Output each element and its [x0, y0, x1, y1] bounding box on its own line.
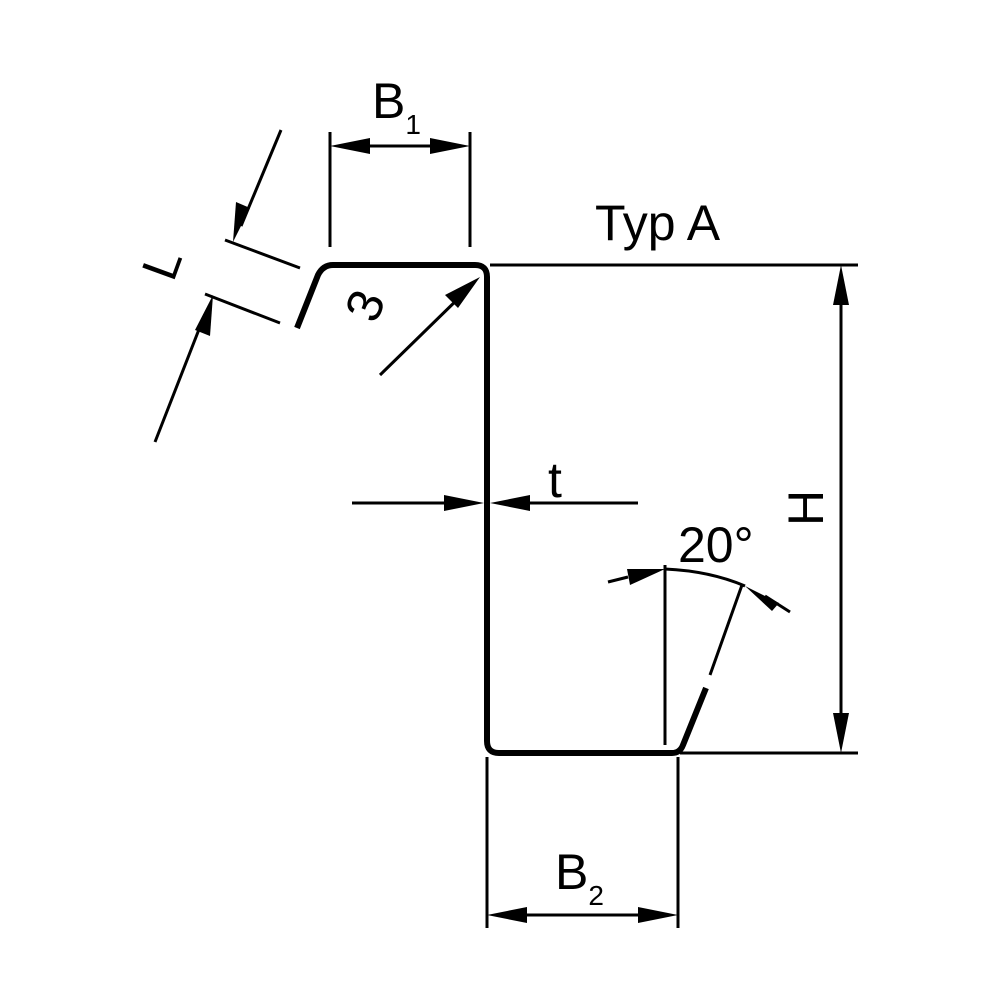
b1-label-sub: 1 — [405, 109, 421, 140]
l-extension-top — [224, 238, 301, 270]
profile-outline — [294, 262, 709, 756]
b2-arrow-left — [487, 907, 527, 923]
b2-arrow-right — [638, 907, 678, 923]
t-label: t — [548, 452, 562, 508]
angle-arrow-right — [745, 586, 779, 611]
h-label: H — [778, 490, 834, 526]
angle-arc-tail-left — [607, 575, 629, 584]
l-arrow-bottom — [195, 295, 213, 336]
l-leader-bottom — [153, 313, 207, 443]
b1-label-main: B — [372, 73, 405, 129]
angle-extension-slanted — [708, 584, 744, 676]
b2-label: B2 — [555, 844, 604, 911]
type-label: Typ A — [595, 195, 721, 251]
t-arrow-right — [490, 495, 530, 511]
l-label: L — [131, 242, 193, 287]
t-arrow-left — [444, 495, 484, 511]
angle-arrow-left — [627, 569, 665, 585]
l-arrow-top — [233, 202, 250, 242]
angle-label: 20° — [678, 517, 754, 573]
angle-arc — [664, 567, 746, 588]
b2-label-sub: 2 — [588, 880, 604, 911]
h-arrow-top — [833, 265, 849, 305]
h-arrow-bottom — [833, 713, 849, 753]
b2-label-main: B — [555, 844, 588, 900]
radius-arrow — [445, 277, 480, 308]
radius-label: 3 — [334, 282, 396, 329]
b1-arrow-left — [330, 138, 370, 154]
radius-leader — [378, 290, 467, 377]
l-extension-bottom — [204, 292, 281, 325]
b1-label: B1 — [372, 73, 421, 140]
b1-arrow-right — [430, 138, 470, 154]
